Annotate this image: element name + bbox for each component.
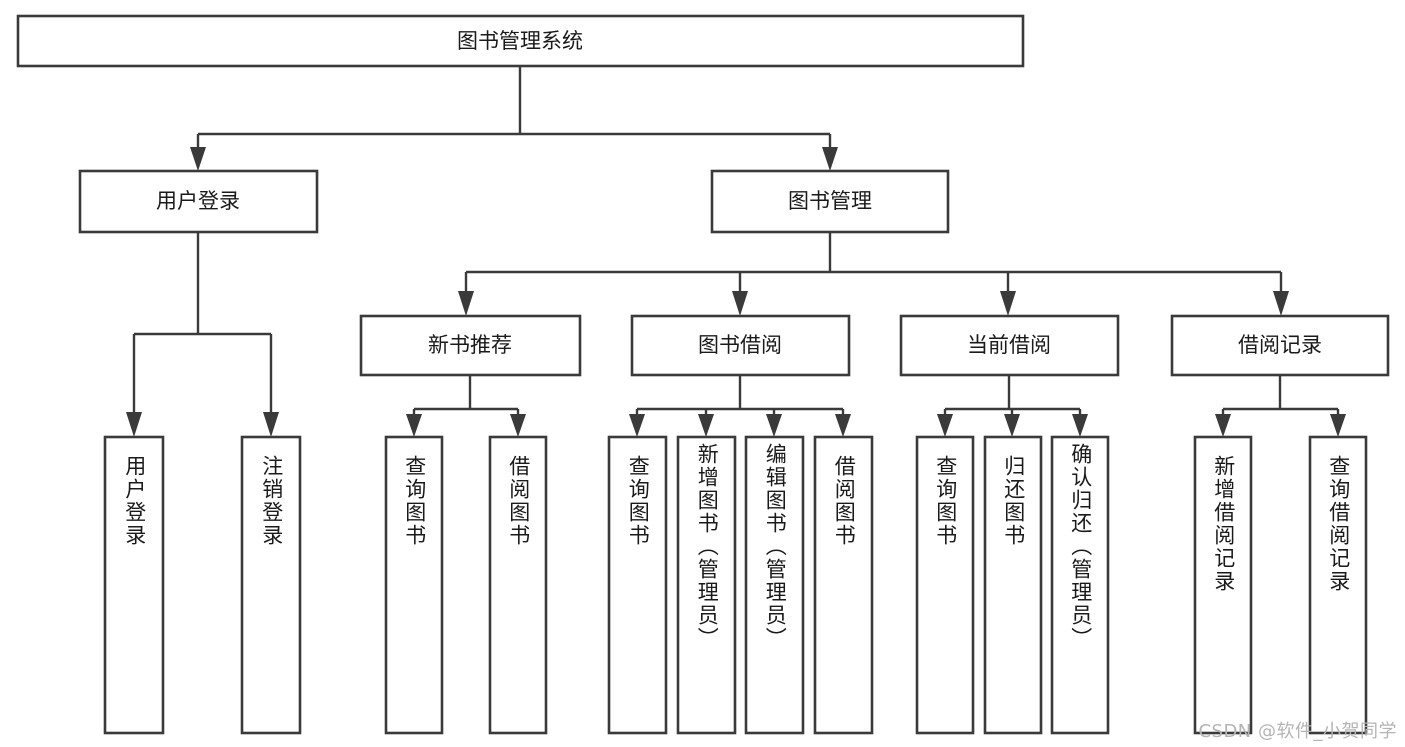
node-book-borrow-label: 图书借阅 xyxy=(698,333,782,357)
arrowhead-leaf-bb-edit xyxy=(766,414,782,437)
node-layer: 图书管理系统 用户登录 图书管理 新书推荐 图书借阅 当前借阅 借阅记录 xyxy=(16,14,1390,735)
arrowhead-leaf-bb-query xyxy=(629,414,645,437)
node-current-borrow-box[interactable] xyxy=(899,314,1120,377)
node-new-book-recommend-box[interactable] xyxy=(359,314,582,377)
leaf-user-login-box[interactable] xyxy=(103,435,165,735)
leaf-cb-confirm-return-box[interactable] xyxy=(1050,435,1110,735)
leaf-bb-add-book-box[interactable] xyxy=(676,435,737,735)
node-book-mgmt-box[interactable] xyxy=(710,169,950,234)
arrowhead-borrow-record xyxy=(1273,291,1289,316)
node-current-borrow-label: 当前借阅 xyxy=(967,333,1051,357)
node-user-login-box[interactable] xyxy=(78,169,319,234)
node-borrow-record-box[interactable] xyxy=(1170,314,1390,377)
arrowhead-leaf-bb-borrow xyxy=(835,414,851,437)
arrowhead-leaf-user-login xyxy=(126,412,142,437)
arrowhead-book-mgmt xyxy=(822,147,838,171)
arrowhead-user-login xyxy=(190,147,206,171)
leaf-bb-borrow-book-box[interactable] xyxy=(813,435,874,735)
arrowhead-leaf-logout xyxy=(263,412,279,437)
arrowhead-leaf-nb-query xyxy=(406,414,422,437)
arrowhead-leaf-bb-add xyxy=(698,414,714,437)
node-user-login-label: 用户登录 xyxy=(156,189,240,213)
arrowhead-leaf-nb-borrow xyxy=(510,414,526,437)
csdn-watermark: CSDN @软件_小贺同学 xyxy=(1198,721,1397,742)
node-new-book-recommend-label: 新书推荐 xyxy=(428,333,512,357)
connector-layer xyxy=(126,66,1346,437)
leaf-cb-return-book-box[interactable] xyxy=(983,435,1043,735)
arrowhead-leaf-cb-confirm xyxy=(1072,414,1088,437)
arrowhead-leaf-br-add xyxy=(1215,414,1231,437)
leaf-br-add-record-box[interactable] xyxy=(1193,435,1253,735)
leaf-br-query-record-box[interactable] xyxy=(1308,435,1368,735)
node-borrow-record-label: 借阅记录 xyxy=(1238,333,1322,357)
leaf-logout-box[interactable] xyxy=(240,435,302,735)
node-book-borrow-box[interactable] xyxy=(630,314,851,377)
leaf-cb-query-book-box[interactable] xyxy=(915,435,975,735)
leaf-nb-borrow-book-box[interactable] xyxy=(488,435,548,735)
arrowhead-leaf-br-query xyxy=(1330,414,1346,437)
leaf-nb-query-book-box[interactable] xyxy=(384,435,444,735)
arrowhead-leaf-cb-query xyxy=(937,414,953,437)
leaf-bb-query-book-box[interactable] xyxy=(607,435,668,735)
node-book-mgmt-label: 图书管理 xyxy=(788,189,872,213)
node-root-box[interactable] xyxy=(16,14,1025,68)
node-root-label: 图书管理系统 xyxy=(457,29,583,53)
arrowhead-new-book-recommend xyxy=(458,291,474,316)
arrowhead-current-borrow xyxy=(1000,291,1016,316)
leaf-bb-edit-book-box[interactable] xyxy=(744,435,805,735)
arrowhead-book-borrow xyxy=(732,291,748,316)
arrowhead-leaf-cb-return xyxy=(1004,414,1020,437)
